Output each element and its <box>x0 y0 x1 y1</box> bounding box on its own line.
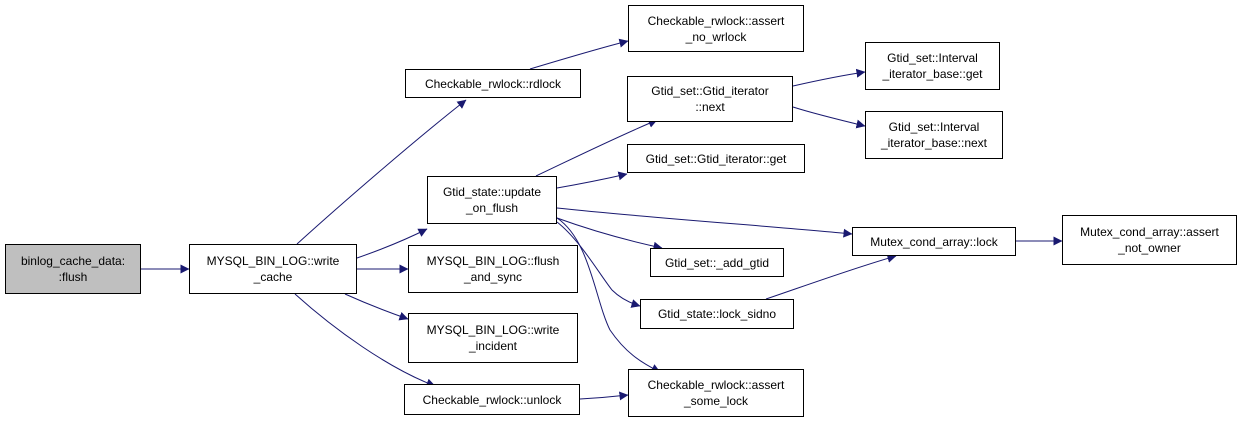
node-label-line1: Checkable_rwlock::rdlock <box>424 76 562 91</box>
node-interval-iterator-base-next[interactable]: Gtid_set::Interval _iterator_base::next <box>865 111 1003 159</box>
edge-mysql-write-cache-to-gtid-update-on-flush <box>356 228 428 259</box>
node-label-line1: Gtid_state::lock_sidno <box>657 307 777 321</box>
node-label-line2: _iterator_base::get <box>882 67 983 81</box>
node-label-line2: _cache <box>253 270 293 284</box>
edge-gtid-iterator-next-to-interval-get <box>792 68 866 87</box>
node-label-line2: _on_flush <box>465 201 519 215</box>
node-label-line2: _no_wrlock <box>685 29 747 44</box>
node-label-line1: MYSQL_BIN_LOG::write <box>206 254 340 268</box>
node-label-line1: Checkable_rwlock::assert <box>647 378 785 392</box>
edge-mysql-write-cache-to-rwlock-unlock <box>294 293 436 388</box>
node-checkable-rwlock-rdlock[interactable]: Checkable_rwlock::rdlock <box>405 69 581 98</box>
node-checkable-rwlock-assert-no-wrlock[interactable]: Checkable_rwlock::assert _no_wrlock <box>628 5 804 52</box>
node-label-line1: binlog_cache_data: <box>20 254 126 268</box>
node-label-line1: Gtid_set::Interval <box>888 120 980 134</box>
edge-gtid-update-on-flush-to-gtid-add-gtid <box>556 217 663 251</box>
node-label-line2: _not_owner <box>1118 241 1181 255</box>
node-gtid-state-lock-sidno[interactable]: Gtid_state::lock_sidno <box>640 299 794 329</box>
node-mutex-cond-array-assert-not-owner[interactable]: Mutex_cond_array::assert _not_owner <box>1062 215 1237 265</box>
node-label-line1: Gtid_set::Interval <box>887 51 978 65</box>
node-label-line1: Gtid_set::Gtid_iterator <box>651 84 769 98</box>
node-mysql-bin-log-write-incident[interactable]: MYSQL_BIN_LOG::write _incident <box>408 313 578 363</box>
node-label-line1: Mutex_cond_array::lock <box>870 234 998 249</box>
node-label-line2: _and_sync <box>463 270 523 284</box>
node-mysql-bin-log-write-cache[interactable]: MYSQL_BIN_LOG::write _cache <box>189 244 357 294</box>
node-label-line1: MYSQL_BIN_LOG::flush <box>426 254 560 268</box>
node-mutex-cond-array-lock[interactable]: Mutex_cond_array::lock <box>852 227 1016 256</box>
edge-gtid-iterator-next-to-interval-next <box>792 106 866 129</box>
node-label-line1: Gtid_set::Gtid_iterator::get <box>645 151 787 166</box>
node-label-line2: ::next <box>695 100 725 114</box>
edge-gtid-update-on-flush-to-gtid-lock-sidno <box>556 221 641 308</box>
edge-gtid-update-on-flush-to-gtid-iterator-get <box>556 171 628 189</box>
edge-gtid-update-on-flush-to-mutex-lock <box>556 207 853 238</box>
edge-rwlock-unlock-to-rwlock-assert-some-lock <box>579 391 629 401</box>
node-label-line1: MYSQL_BIN_LOG::write <box>426 323 560 337</box>
node-label-line2: _some_lock <box>683 394 749 408</box>
edge-gtid-update-on-flush-to-gtid-iterator-next <box>535 119 658 177</box>
node-label-line1: Gtid_set::_add_gtid <box>664 255 770 270</box>
node-binlog-cache-data-flush: binlog_cache_data: :flush <box>5 244 141 294</box>
node-label-line1: Gtid_state::update <box>442 185 542 199</box>
edge-gtid-lock-sidno-to-mutex-lock <box>765 253 897 300</box>
node-label-line2: _incident <box>468 339 518 353</box>
edge-mysql-write-cache-to-rwlock-rdlock <box>296 99 467 245</box>
node-label-line2: :flush <box>58 270 88 284</box>
edge-mysql-write-cache-to-mysql-write-incident <box>344 293 409 321</box>
node-gtid-set-add-gtid[interactable]: Gtid_set::_add_gtid <box>650 248 784 277</box>
node-checkable-rwlock-unlock[interactable]: Checkable_rwlock::unlock <box>404 384 580 415</box>
node-mysql-bin-log-flush-and-sync[interactable]: MYSQL_BIN_LOG::flush _and_sync <box>408 245 578 293</box>
node-gtid-state-update-on-flush[interactable]: Gtid_state::update _on_flush <box>427 176 557 224</box>
node-checkable-rwlock-assert-some-lock[interactable]: Checkable_rwlock::assert _some_lock <box>628 369 804 417</box>
node-label-line2: _iterator_base::next <box>880 136 988 150</box>
node-label-line1: Checkable_rwlock::assert <box>647 13 785 28</box>
node-label-line1: Mutex_cond_array::assert <box>1080 225 1219 239</box>
node-gtid-iterator-get[interactable]: Gtid_set::Gtid_iterator::get <box>627 144 805 173</box>
node-gtid-iterator-next[interactable]: Gtid_set::Gtid_iterator ::next <box>627 76 793 122</box>
edge-rwlock-rdlock-to-rwlock-assert-no-wrlock <box>529 38 629 70</box>
edge-gtid-update-on-flush-to-rwlock-assert-some-lock <box>556 217 661 373</box>
node-label-line1: Checkable_rwlock::unlock <box>422 392 562 407</box>
node-interval-iterator-base-get[interactable]: Gtid_set::Interval _iterator_base::get <box>865 42 1000 90</box>
